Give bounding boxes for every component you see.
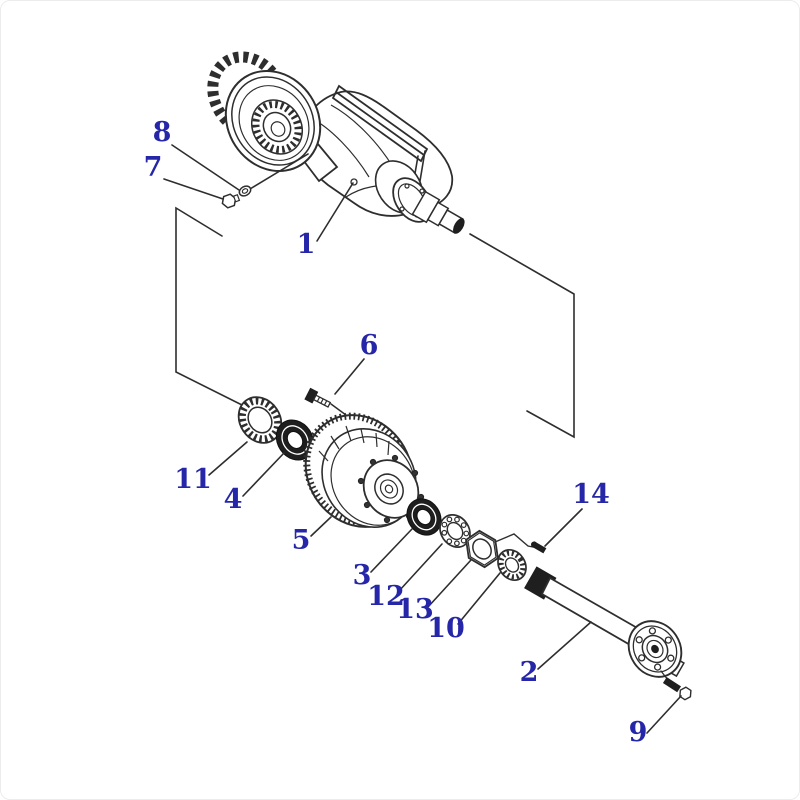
callout-label-7: 7 — [144, 152, 163, 183]
leader-line-11 — [208, 441, 248, 476]
callout-10: 10 — [427, 572, 501, 644]
leader-line-14 — [544, 508, 583, 547]
lock-washer — [497, 549, 527, 581]
nut-bore — [472, 538, 492, 560]
bearing-rollers — [238, 397, 282, 443]
washer-bore — [504, 557, 520, 573]
leader-line-1 — [316, 182, 354, 242]
bolt-shank — [662, 677, 682, 693]
hub-drum-drawing — [303, 412, 425, 529]
cage-bolt-hole — [404, 183, 410, 189]
oil-seal — [275, 419, 315, 461]
flange-bolt-holes — [635, 627, 675, 671]
bearing-cage — [439, 514, 471, 548]
housing-mount-flange — [331, 84, 429, 163]
washer-to-housing-line — [249, 153, 309, 190]
callout-label-12: 12 — [367, 581, 405, 612]
bearing-ring — [411, 503, 437, 531]
flange-hub-ring — [646, 639, 664, 659]
callout-label-9: 9 — [629, 717, 648, 748]
cage-bolt-hole — [419, 188, 425, 194]
leader-line-12 — [398, 543, 443, 592]
pinion-cage-drawing — [374, 160, 465, 234]
plug-washer-hole — [241, 188, 249, 194]
callout-label-13: 13 — [396, 594, 434, 625]
leader-line-3 — [370, 528, 413, 573]
flange-center — [651, 644, 659, 654]
flange-bolt — [660, 670, 692, 701]
hub-bore — [374, 473, 404, 505]
callout-label-6: 6 — [360, 330, 379, 361]
shaft-flange-ring — [632, 625, 678, 673]
washer-teeth — [498, 550, 526, 580]
bearing-bore — [416, 508, 432, 526]
callout-11: 11 — [174, 441, 248, 495]
callout-label-8: 8 — [153, 117, 172, 148]
callout-12: 12 — [367, 543, 443, 612]
leader-line-5 — [310, 516, 332, 537]
callout-4: 4 — [224, 452, 285, 515]
pinion-shaft-steps — [411, 190, 465, 234]
callout-13: 13 — [396, 559, 472, 625]
frame-left — [175, 206, 251, 410]
leader-line-7 — [163, 178, 224, 200]
callout-1: 1 — [297, 182, 354, 260]
callout-label-14: 14 — [572, 479, 610, 510]
lock-pin — [494, 533, 547, 554]
axle-shaft-drawing — [524, 566, 685, 678]
callout-label-1: 1 — [297, 229, 316, 260]
plug-washer — [238, 185, 252, 197]
outer-bearing — [237, 396, 283, 444]
callout-6: 6 — [334, 330, 379, 395]
drain-plug — [221, 193, 241, 209]
bearing-inner-race — [247, 406, 273, 434]
carrier-hub-bore — [270, 121, 286, 137]
callout-9: 9 — [629, 695, 682, 748]
callout-label-2: 2 — [520, 657, 539, 688]
callout-5: 5 — [292, 516, 332, 556]
cage-inner — [446, 521, 464, 541]
leader-line-8 — [171, 144, 240, 191]
housing-rib — [330, 104, 394, 168]
bolt-head — [679, 686, 692, 701]
callout-label-3: 3 — [353, 560, 372, 591]
plug-and-washer — [221, 153, 309, 209]
callout-3: 3 — [353, 528, 413, 591]
drum-ribs — [318, 425, 390, 462]
frame-right — [469, 233, 575, 439]
leader-line-6 — [334, 358, 365, 395]
callout-label-5: 5 — [292, 525, 311, 556]
callout-label-11: 11 — [174, 464, 212, 495]
callouts: 1 2 3 4 5 6 7 8 — [144, 117, 682, 748]
seal-lip — [281, 425, 309, 455]
callout-2: 2 — [520, 621, 592, 688]
callout-8: 8 — [153, 117, 240, 191]
leader-line-9 — [646, 695, 682, 734]
callout-label-10: 10 — [427, 613, 465, 644]
nut-hex-inner — [467, 532, 497, 566]
pin-head — [530, 541, 538, 548]
projection-frame — [175, 206, 575, 439]
leader-line-2 — [537, 621, 592, 670]
hub-center — [384, 484, 394, 494]
inner-bearing — [406, 498, 442, 536]
callout-14: 14 — [544, 479, 610, 547]
leader-line-10 — [457, 572, 501, 625]
differential-carrier-drawing — [207, 51, 465, 234]
leader-line-4 — [242, 452, 285, 497]
callout-label-4: 4 — [224, 484, 243, 515]
ring-gear-drawing — [207, 51, 322, 173]
hub-bore-inner — [379, 479, 399, 499]
pin-zigzag-line — [494, 533, 534, 548]
ring-gear-face — [238, 85, 310, 161]
seal-bore — [286, 431, 304, 449]
cage-bolt-hole — [399, 206, 405, 212]
drum-face-ring — [330, 436, 416, 526]
leader-line-13 — [427, 559, 472, 608]
callout-7: 7 — [144, 152, 224, 200]
